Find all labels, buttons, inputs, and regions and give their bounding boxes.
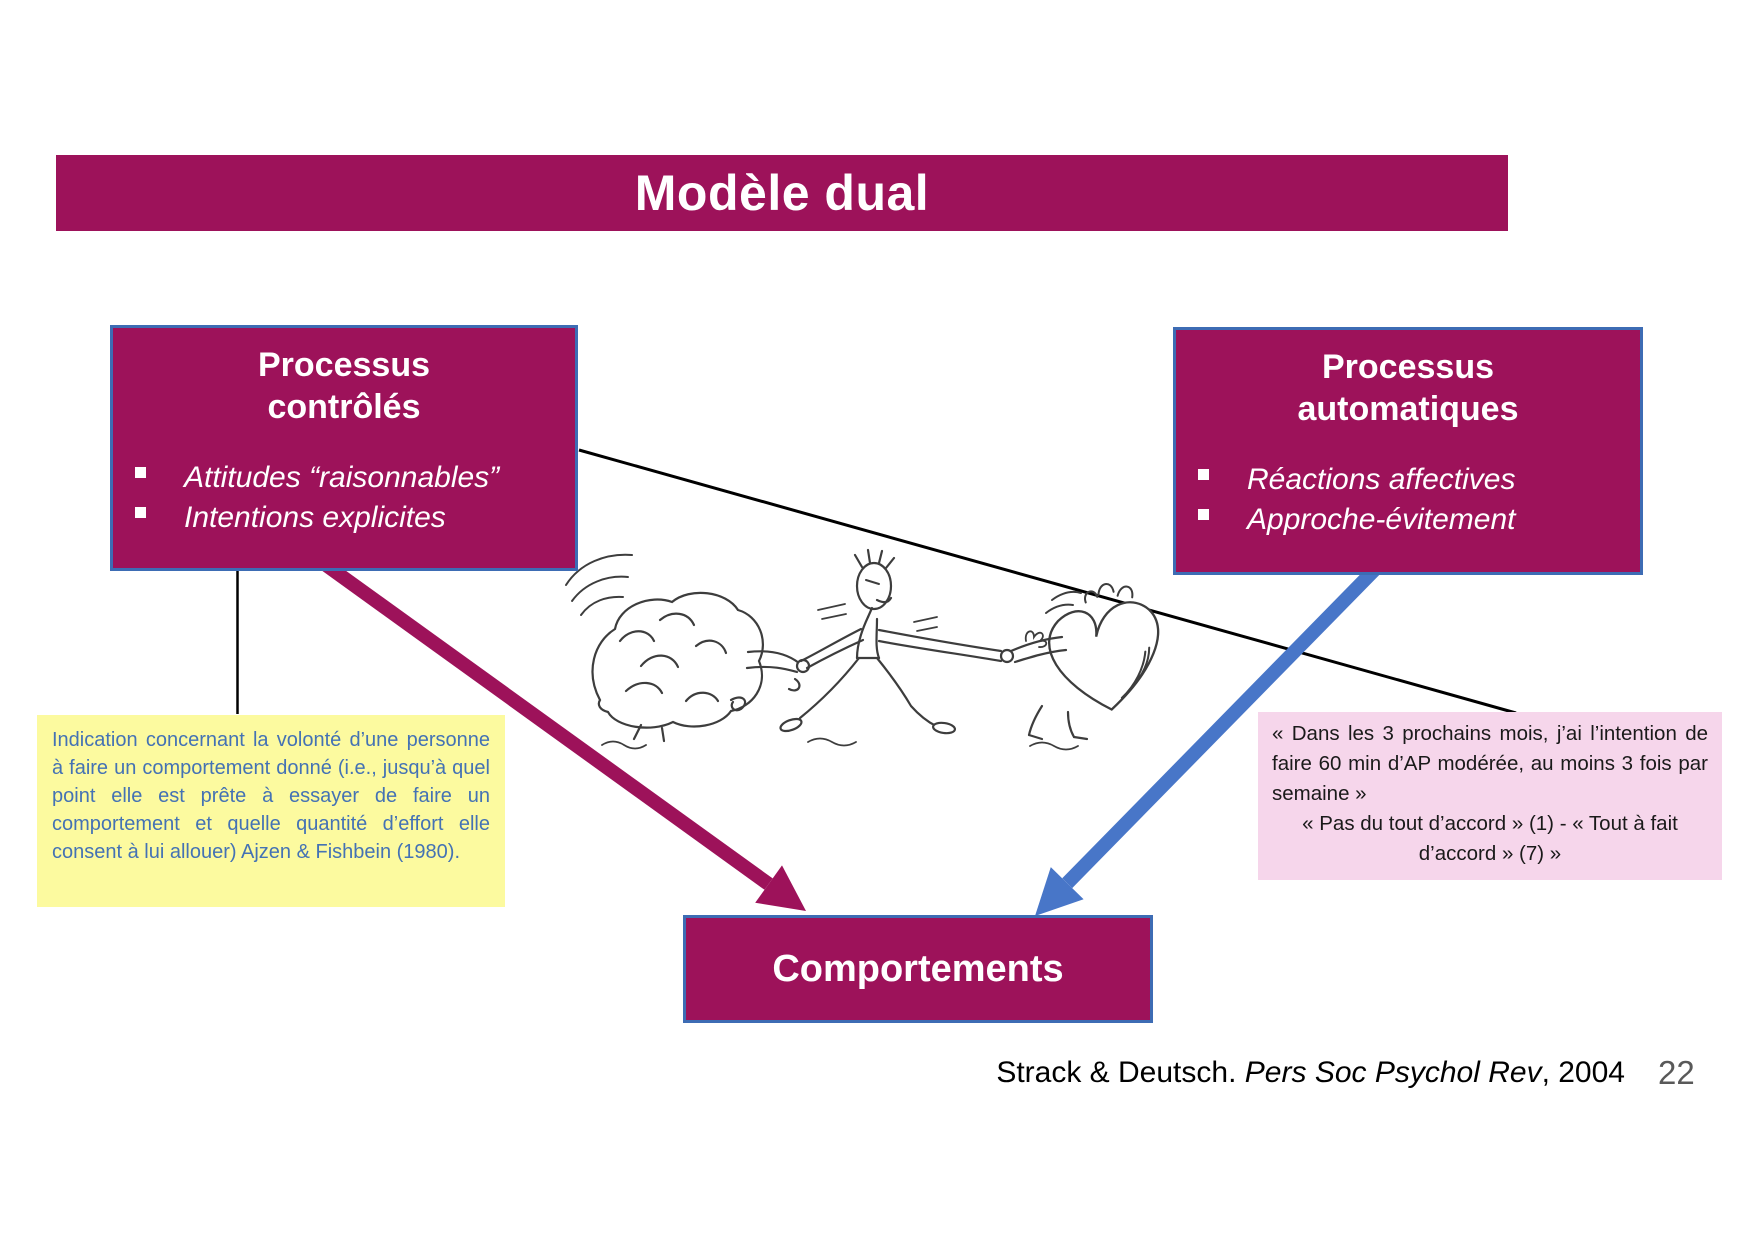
- square-bullet-icon: [1198, 468, 1209, 480]
- man-character: [779, 548, 1003, 747]
- intention-definition-text: Indication concernant la volonté d’une p…: [52, 729, 490, 863]
- controlled-processes-title: Processus contrôlés: [258, 346, 430, 426]
- bullet-label: Réactions affectives: [1247, 463, 1516, 496]
- intention-example-main: « Dans les 3 prochains mois, j’ai l’inte…: [1272, 722, 1708, 805]
- intention-example-scale: « Pas du tout d’accord » (1) - « Tout à …: [1302, 812, 1678, 865]
- slide-title: Modèle dual: [634, 165, 930, 221]
- citation-year: , 2004: [1541, 1056, 1625, 1089]
- heart-character: [999, 583, 1160, 751]
- citation-authors: Strack & Deutsch.: [996, 1056, 1237, 1089]
- list-item: Réactions affectives: [1176, 460, 1640, 500]
- controlled-to-example-line: [578, 448, 1517, 715]
- intention-definition-note: Indication concernant la volonté d’une p…: [37, 715, 505, 907]
- bullet-label: Intentions explicites: [184, 501, 446, 534]
- list-item: Intentions explicites: [113, 498, 575, 538]
- intention-example-note: « Dans les 3 prochains mois, j’ai l’inte…: [1258, 712, 1722, 880]
- square-bullet-icon: [135, 506, 146, 518]
- bullet-label: Approche-évitement: [1247, 503, 1516, 536]
- square-bullet-icon: [135, 466, 146, 478]
- behaviors-label: Comportements: [772, 947, 1064, 990]
- brain-character: [565, 553, 811, 750]
- automatic-processes-title: Processus automatiques: [1297, 348, 1519, 428]
- tug-of-war-illustration: [565, 548, 1160, 751]
- controlled-to-behavior-arrow: [303, 546, 806, 911]
- behaviors-box: Comportements: [683, 915, 1153, 1023]
- automatic-processes-box: Processus automatiques Réactions affecti…: [1173, 327, 1643, 575]
- slide-title-bar: Modèle dual: [56, 155, 1508, 231]
- list-item: Approche-évitement: [1176, 500, 1640, 540]
- bullet-label: Attitudes “raisonnables”: [184, 461, 500, 494]
- controlled-processes-box: Processus contrôlés Attitudes “raisonnab…: [110, 325, 578, 571]
- list-item: Attitudes “raisonnables”: [113, 458, 575, 498]
- automatic-to-behavior-arrow: [1035, 547, 1397, 916]
- page-number: 22: [1658, 1054, 1695, 1091]
- automatic-processes-bullets: Réactions affectives Approche-évitement: [1176, 460, 1640, 540]
- controlled-processes-bullets: Attitudes “raisonnables” Intentions expl…: [113, 458, 575, 538]
- citation-journal: Pers Soc Psychol Rev: [1244, 1056, 1542, 1089]
- connector-lines: [236, 448, 1517, 715]
- citation: Strack & Deutsch.Pers Soc Psychol Rev, 2…: [0, 1056, 1625, 1090]
- square-bullet-icon: [1198, 508, 1209, 520]
